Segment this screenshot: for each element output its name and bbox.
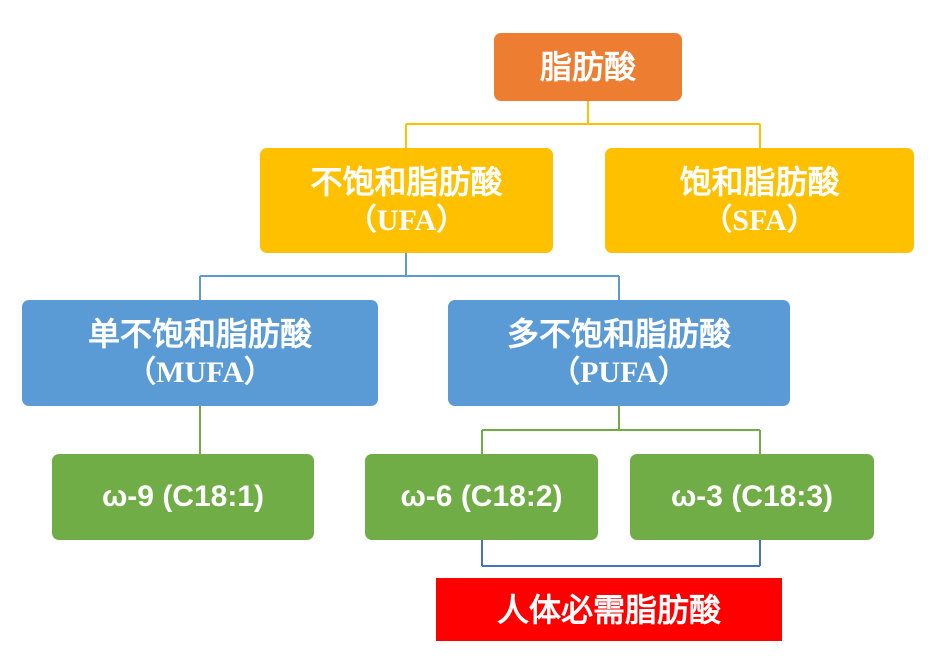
node-ufa-label: 不饱和脂肪酸: [310, 162, 503, 201]
node-omega-9: ω-9 (C18:1): [52, 454, 314, 540]
connector-ufa-children: [199, 253, 620, 300]
node-essential-label: 人体必需脂肪酸: [496, 590, 721, 629]
node-omega-6-label: ω-6 (C18:2): [400, 480, 563, 514]
node-unsaturated-fatty-acid: 不饱和脂肪酸 （UFA）: [260, 148, 553, 253]
node-polyunsaturated-fatty-acid: 多不饱和脂肪酸 （PUFA）: [448, 300, 790, 406]
connector-pufa-children: [481, 406, 761, 454]
node-pufa-abbr: （PUFA）: [550, 356, 688, 390]
node-omega-9-label: ω-9 (C18:1): [101, 480, 265, 514]
node-pufa-label: 多不饱和脂肪酸: [506, 315, 731, 354]
node-essential-fatty-acids: 人体必需脂肪酸: [436, 578, 782, 641]
connector-essential-bracket: [481, 540, 761, 567]
node-omega-3-label: ω-3 (C18:3): [670, 480, 834, 514]
node-ufa-abbr: （UFA）: [346, 203, 467, 237]
node-omega-6: ω-6 (C18:2): [365, 454, 598, 540]
node-saturated-fatty-acid: 饱和脂肪酸 （SFA）: [605, 148, 914, 253]
node-mufa-label: 单不饱和脂肪酸: [87, 315, 312, 354]
node-monounsaturated-fatty-acid: 单不饱和脂肪酸 （MUFA）: [22, 300, 378, 406]
connector-root-children: [405, 101, 761, 148]
node-sfa-abbr: （SFA）: [702, 203, 817, 237]
node-mufa-abbr: （MUFA）: [126, 356, 274, 390]
node-fatty-acid-label: 脂肪酸: [539, 48, 636, 86]
node-sfa-label: 饱和脂肪酸: [679, 162, 840, 201]
node-fatty-acid: 脂肪酸: [494, 33, 682, 101]
node-omega-3: ω-3 (C18:3): [630, 454, 874, 540]
